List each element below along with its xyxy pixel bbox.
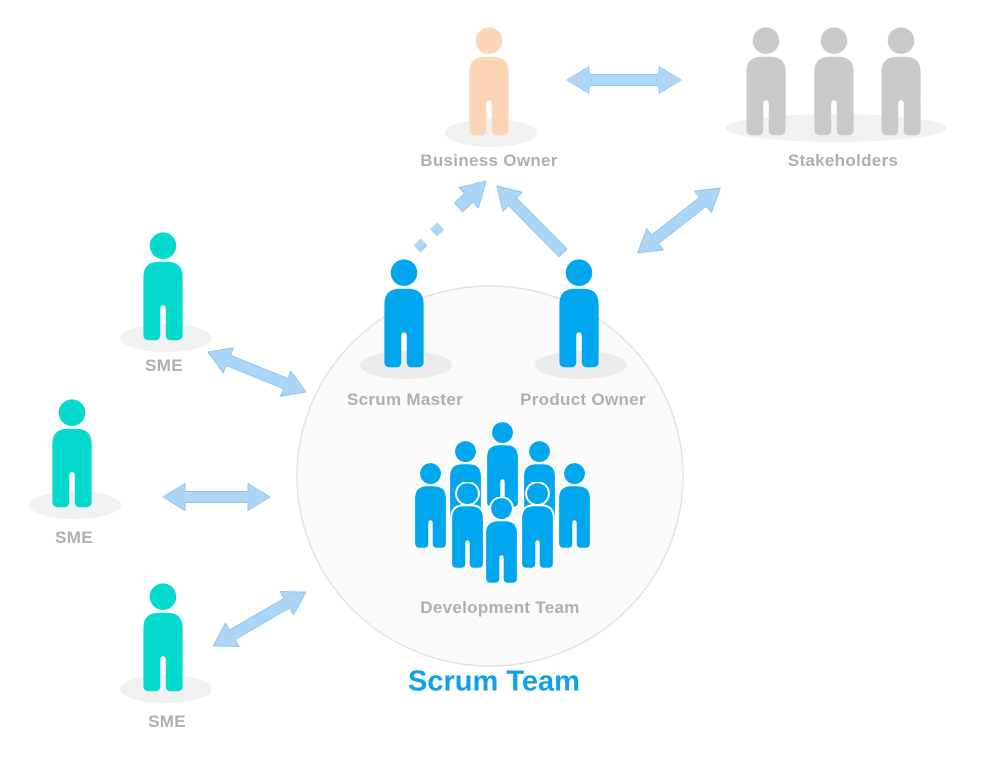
arrow-product-owner-stakeholders (637, 187, 721, 254)
sme-bottom-label: SME (148, 712, 186, 731)
stakeholders-label: Stakeholders (787, 151, 899, 170)
sme-bottom-shadow (120, 675, 212, 703)
sme-middle-shadow (29, 491, 121, 519)
arrow-product-owner-business-owner (496, 185, 568, 258)
arrow-scrum-master-business-owner-dashed (413, 180, 487, 253)
arrow-sme-middle-scrum-team (162, 483, 271, 511)
arrow-sme-bottom-scrum-team (212, 591, 307, 647)
product-owner-shadow (535, 351, 627, 379)
sme-top-label: SME (145, 356, 183, 375)
business-owner-shadow (445, 119, 537, 147)
business-owner-label: Business Owner (420, 151, 558, 170)
product-owner-label: Product Owner (520, 390, 646, 409)
arrow-sme-top-scrum-team (207, 347, 307, 397)
development-team-label: Development Team (420, 598, 580, 617)
arrow-business-owner-stakeholders (566, 66, 682, 94)
scrum-team-title: Scrum Team (408, 665, 580, 698)
sme-middle-label: SME (55, 528, 93, 547)
scrum-master-label: Scrum Master (346, 390, 464, 409)
scrum-master-shadow (360, 351, 452, 379)
sme-top-shadow (120, 324, 212, 352)
